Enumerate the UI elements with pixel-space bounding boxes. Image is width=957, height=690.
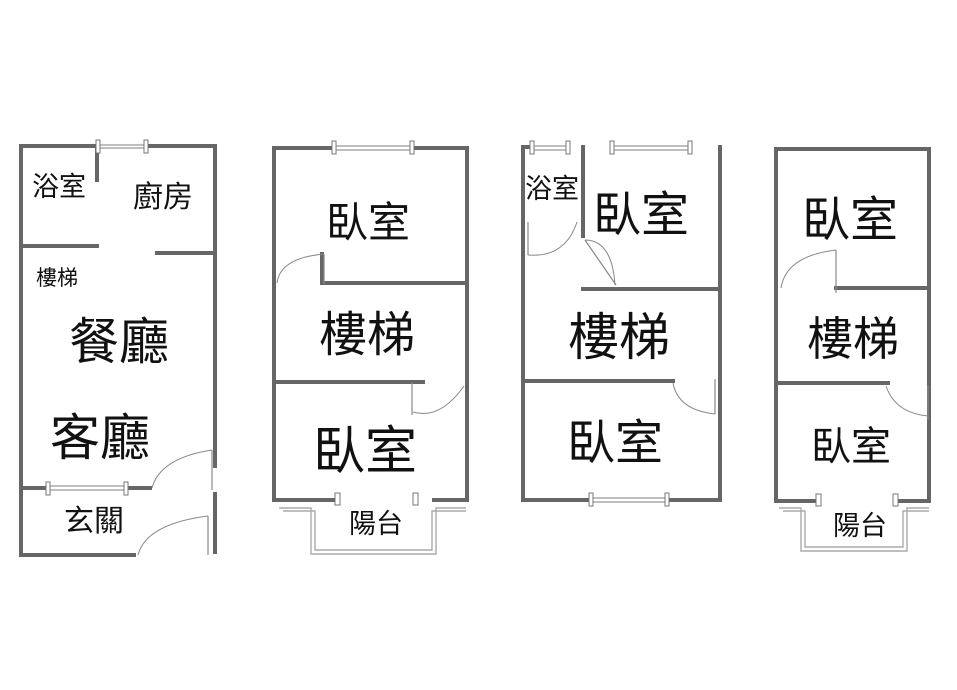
room-label-balcony: 陽台 xyxy=(349,509,403,540)
floor-2-doors xyxy=(276,253,465,415)
floor-2-plan: 臥室 樓梯 臥室 陽台 xyxy=(272,140,469,555)
floor-2-walls xyxy=(272,146,469,502)
room-label-bedroom-top: 臥室 xyxy=(593,187,689,243)
room-label-bathroom: 浴室 xyxy=(32,172,86,203)
room-label-balcony: 陽台 xyxy=(833,511,887,542)
floor-4-windows xyxy=(815,493,899,507)
floor-4-balcony xyxy=(779,507,929,552)
room-label-bedroom-bottom: 臥室 xyxy=(567,415,663,471)
room-label-dining: 餐廳 xyxy=(69,313,169,371)
room-label-living: 客廳 xyxy=(50,409,150,467)
floor-3-windows xyxy=(529,140,693,507)
room-label-stairs: 樓梯 xyxy=(36,266,78,290)
floor-2-balcony xyxy=(279,507,466,555)
room-label-bathroom: 浴室 xyxy=(525,174,579,205)
floor-3-plan: 浴室 臥室 樓梯 臥室 xyxy=(521,140,722,507)
room-label-entrance: 玄關 xyxy=(64,504,124,539)
floor-1-walls xyxy=(19,144,217,557)
floor-4-plan: 臥室 樓梯 臥室 陽台 xyxy=(774,147,931,552)
room-label-bedroom-bottom: 臥室 xyxy=(313,422,417,482)
floor-4-doors xyxy=(780,249,929,420)
room-label-bedroom-top: 臥室 xyxy=(326,198,410,247)
room-label-stairs: 樓梯 xyxy=(568,309,670,368)
floor-3-doors xyxy=(527,221,716,415)
floor-3-walls xyxy=(521,145,722,502)
room-label-stairs: 樓梯 xyxy=(807,312,899,366)
room-label-kitchen: 廚房 xyxy=(133,180,193,215)
floor-4-walls xyxy=(774,147,931,503)
floor-1-windows xyxy=(45,139,149,496)
floor-1-doors xyxy=(137,449,213,556)
room-label-bedroom-top: 臥室 xyxy=(802,192,898,248)
room-label-bedroom-bottom: 臥室 xyxy=(811,424,891,470)
floor-2-windows xyxy=(331,140,419,506)
room-label-stairs: 樓梯 xyxy=(319,307,415,363)
floor-1-plan: 浴室 廚房 樓梯 餐廳 客廳 玄關 xyxy=(19,139,217,557)
